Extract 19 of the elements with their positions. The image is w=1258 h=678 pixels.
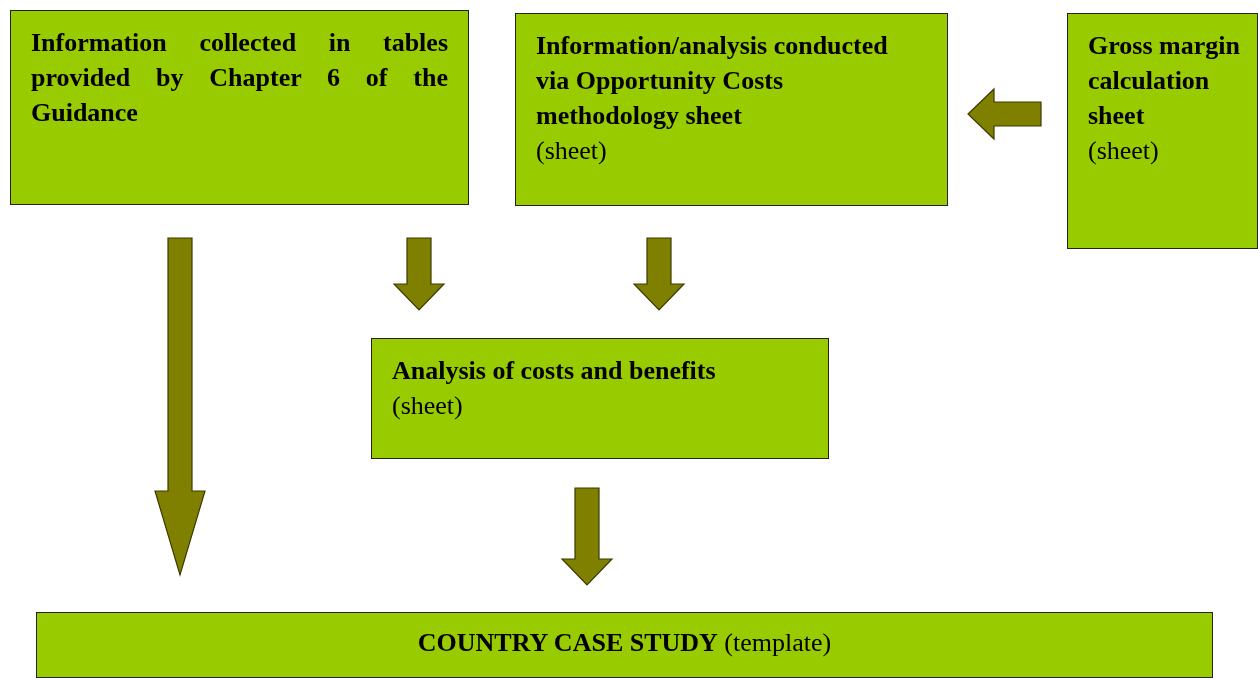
process-box <box>36 612 1213 678</box>
box-heading: COUNTRY CASE STUDY <box>417 628 718 657</box>
box-heading: Gross margin calculation sheet <box>1088 30 1241 132</box>
process-box <box>515 13 948 206</box>
box-heading: Information/analysis conducted via Opportunity Costs methodology sheet <box>536 30 889 132</box>
block-arrow <box>154 237 206 578</box>
box-note: (sheet) <box>1088 135 1160 167</box>
process-box <box>1067 13 1258 249</box>
block-arrow <box>967 87 1042 141</box>
block-arrow <box>632 237 686 311</box>
block-arrow <box>560 487 614 586</box>
box-note: (sheet) <box>392 390 464 422</box>
box-note: (sheet) <box>536 135 608 167</box>
box-heading: Information collected in tables provided by Chapter 6 of the Guidance <box>31 27 448 129</box>
process-box <box>10 10 469 205</box>
block-arrow <box>392 237 446 311</box>
box-note: (template) <box>724 628 832 657</box>
box-heading: Analysis of costs and benefits <box>392 355 717 387</box>
process-box <box>371 338 829 459</box>
